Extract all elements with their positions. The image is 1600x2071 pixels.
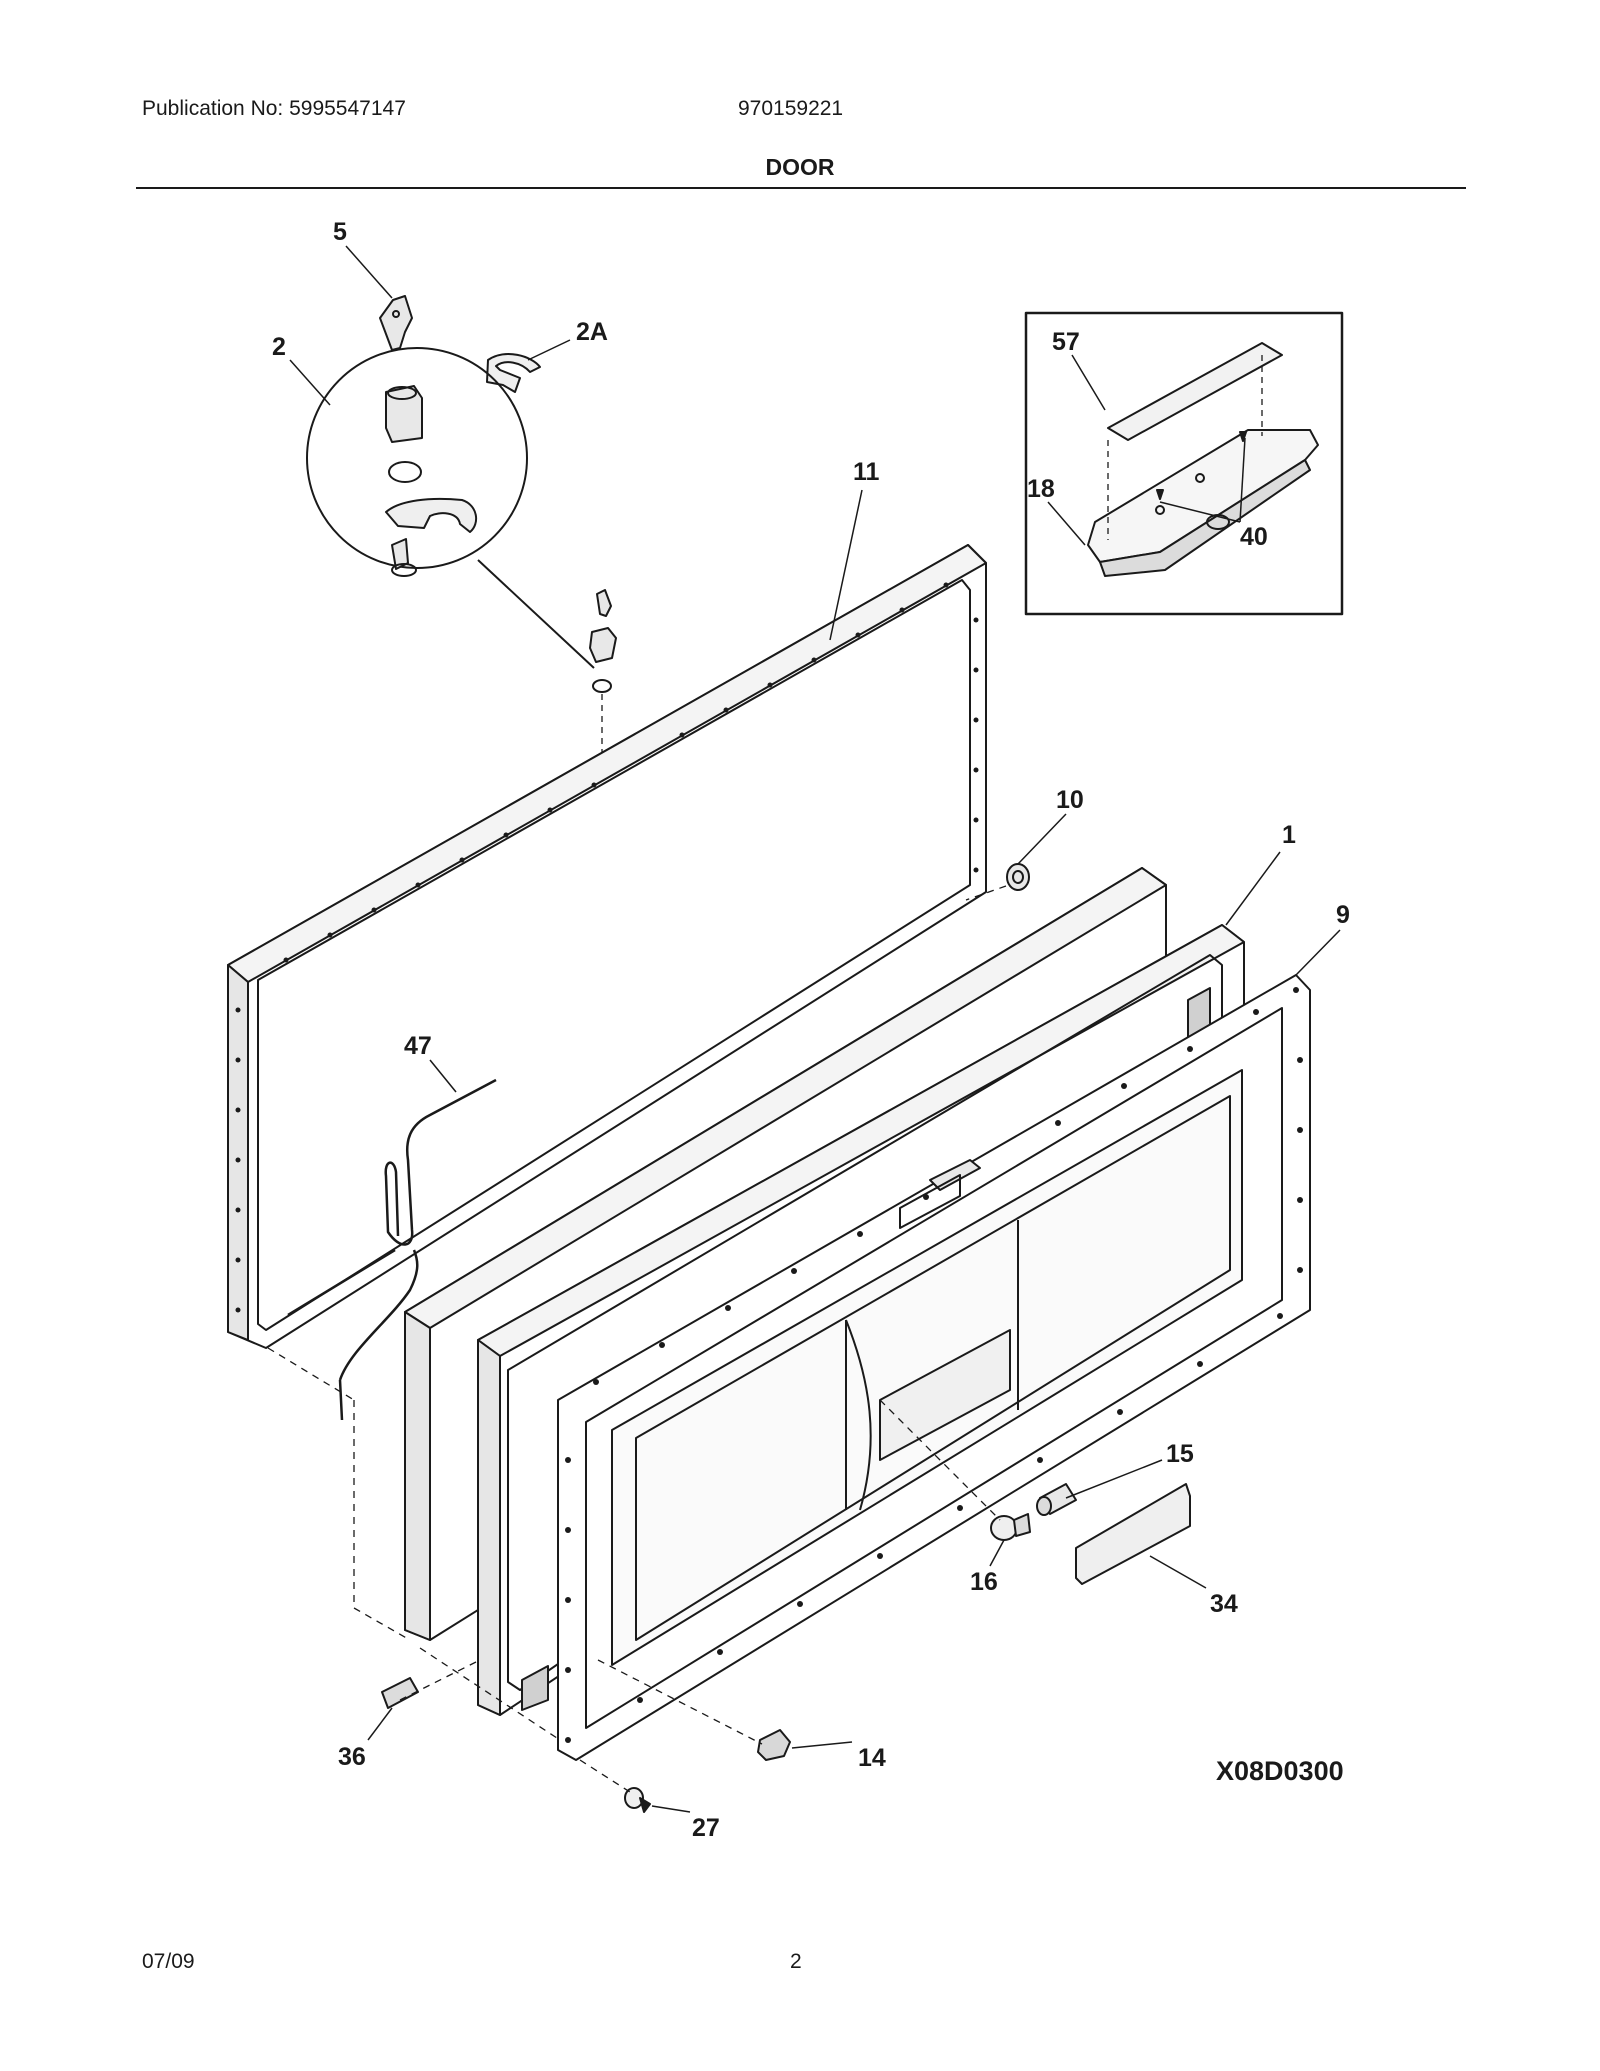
callout-16: 16 <box>970 1568 998 1596</box>
outer-frame-screw-holes <box>235 582 979 1313</box>
inner-panel-screw-holes <box>565 987 1303 1743</box>
handle-detail-inset <box>1024 311 1344 616</box>
callout-2: 2 <box>272 333 286 361</box>
header-rule <box>136 187 1466 189</box>
drawing-code: X08D0300 <box>1216 1756 1344 1786</box>
callout-27: 27 <box>692 1814 720 1842</box>
hinge-clip-part <box>381 1677 419 1709</box>
push-pin-part <box>624 1787 651 1813</box>
callout-34: 34 <box>1210 1590 1238 1618</box>
callout-47: 47 <box>404 1032 432 1060</box>
callout-40: 40 <box>1240 523 1268 551</box>
footer-date: 07/09 <box>142 1950 195 1973</box>
callout-2a: 2A <box>576 318 608 346</box>
retainer-clip-part <box>757 1729 791 1761</box>
model-number: 970159221 <box>738 97 844 120</box>
light-shield-part <box>1075 1483 1191 1585</box>
wire-part <box>287 1078 497 1421</box>
callout-57: 57 <box>1052 328 1080 356</box>
key-part <box>379 295 413 351</box>
light-bulb-part <box>990 1513 1031 1541</box>
callout-5: 5 <box>333 218 347 246</box>
callout-10: 10 <box>1056 786 1084 814</box>
callout-14: 14 <box>858 1744 886 1772</box>
outer-door-frame <box>227 544 987 1349</box>
lock-detail-circle <box>306 347 528 577</box>
assembly-dashed-lines <box>267 885 1007 1793</box>
callout-leader-lines <box>289 245 1341 1813</box>
callout-18: 18 <box>1027 475 1055 503</box>
lamp-socket-part <box>1036 1483 1077 1516</box>
footer-page-number: 2 <box>790 1950 802 1973</box>
page-title: DOOR <box>765 154 835 180</box>
callout-1: 1 <box>1282 821 1296 849</box>
callout-36: 36 <box>338 1743 366 1771</box>
publication-number: Publication No: 5995547147 <box>142 97 406 120</box>
clip-part <box>486 353 541 393</box>
callout-9: 9 <box>1336 901 1350 929</box>
callout-15: 15 <box>1166 1440 1194 1468</box>
bumper-part <box>1006 863 1030 891</box>
callout-11: 11 <box>853 458 880 486</box>
inner-door-panel <box>557 974 1311 1761</box>
